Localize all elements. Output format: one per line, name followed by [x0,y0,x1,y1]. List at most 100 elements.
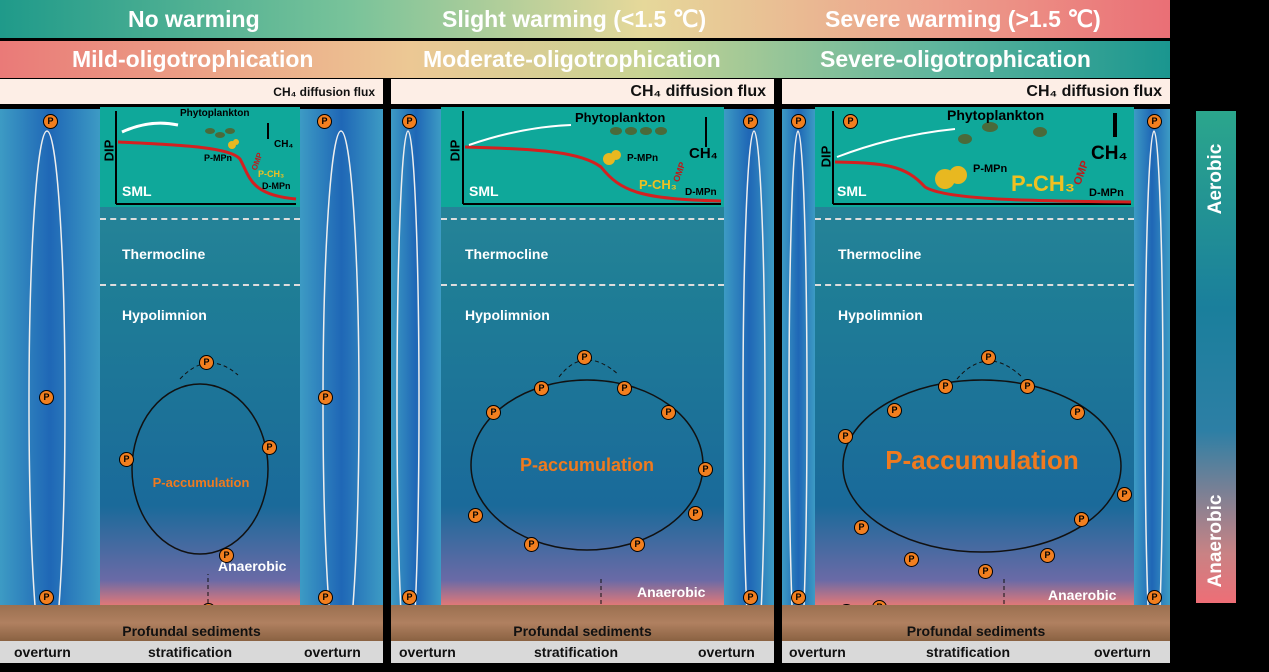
overturn-label-right: overturn [1094,644,1151,660]
p-marker: P [486,405,501,420]
overturn-label-right: overturn [698,644,755,660]
p-marker: P [468,508,483,523]
p-accumulation-label: P-accumulation [152,475,250,490]
p-marker: P [1117,487,1132,502]
p-marker: P [43,114,58,129]
p-accumulation-label: P-accumulation [519,455,655,475]
hypolimnion-label: Hypolimnion [838,307,923,323]
p-marker: P [577,350,592,365]
anaerobic-label: Anaerobic [1048,587,1117,603]
p-marker: P [534,381,549,396]
dmpn-label: D-MPn [262,181,291,191]
p-marker: P [978,564,993,579]
phytoplankton-label: Phytoplankton [947,107,1045,123]
p-marker: P [854,520,869,535]
p-marker: P [317,114,332,129]
overturn-loop-left [396,130,420,663]
overturn-label-right: overturn [304,644,361,660]
p-marker: P [402,114,417,129]
pch3-label: P-CH₃ [639,177,677,192]
pmpn-label: P-MPn [973,163,1008,175]
panel-slight-warming: CH₄ diffusion flux Thermocline Hypolimni… [391,79,774,663]
dip-inset-graphic [115,111,297,205]
thermocline-top-line [100,218,300,220]
pmpn-label: P-MPn [204,153,232,163]
p-marker: P [617,381,632,396]
p-marker: P [887,403,902,418]
stratification-label: stratification [534,644,619,660]
anaerobic-label: Anaerobic [637,584,706,600]
header-slight-warming: Slight warming (<1.5 ℃) [442,5,707,32]
overturn-column-right [724,109,774,605]
p-marker: P [743,114,758,129]
panel-no-warming: CH₄ diffusion flux Thermocline Hypolimni… [0,79,383,663]
ch4-label: CH₄ [689,145,718,162]
thermocline-bottom-line [441,284,724,286]
stratification-label: stratification [926,644,1011,660]
overturn-loop-left [28,130,66,663]
thermocline-label: Thermocline [465,246,549,262]
anaerobic-label: Anaerobic [218,558,287,574]
p-marker: P [1040,548,1055,563]
p-marker: P [661,405,676,420]
pch3-label: P-CH₃ [258,169,285,179]
p-marker: P [630,537,645,552]
p-marker: P [843,114,858,129]
ch4-flux-label: CH₄ diffusion flux [782,79,1170,104]
p-marker: P [904,552,919,567]
p-marker: P [199,355,214,370]
p-marker: P [1147,114,1162,129]
overturn-column-right [1134,109,1170,605]
mixing-regime-bar: overturn stratification overturn [0,641,383,663]
p-marker: P [119,452,134,467]
sml-label: SML [837,183,867,199]
overturn-column-right [300,109,383,605]
dip-inset-graphic [832,111,1132,205]
phytoplankton-label: Phytoplankton [575,110,666,125]
phytoplankton-label: Phytoplankton [180,108,250,119]
header-no-warming: No warming [128,5,260,32]
p-marker: P [402,590,417,605]
header-mild-oligotrophication: Mild-oligotrophication [72,46,314,72]
dip-inset-graphic [462,111,722,205]
overturn-label-left: overturn [14,644,71,660]
p-marker: P [262,440,277,455]
thermocline-bottom-line [815,284,1134,286]
aerobic-label: Aerobic [1205,143,1226,215]
overturn-loop-right [1144,130,1164,663]
p-marker: P [1020,379,1035,394]
pch3-label: P-CH₃ [1011,171,1075,196]
warming-header-row: No warming Slight warming (<1.5 ℃) Sever… [0,0,1170,38]
p-marker: P [1074,512,1089,527]
p-accumulation-loop [842,379,1122,553]
ch4-label: CH₄ [1091,143,1128,164]
pmpn-label: P-MPn [627,153,659,164]
p-marker: P [743,590,758,605]
overturn-column-left [391,109,441,605]
hypolimnion-label: Hypolimnion [465,307,550,323]
overturn-label-left: overturn [399,644,456,660]
overturn-column-left [782,109,815,605]
header-severe-oligotrophication: Severe-oligotrophication [820,46,1091,72]
p-marker: P [39,590,54,605]
sml-label: SML [122,183,152,199]
p-accumulation-label: P-accumulation [885,445,1079,475]
header-moderate-oligotrophication: Moderate-oligotrophication [423,46,721,72]
sediment-layer [782,605,1170,641]
p-marker: P [219,548,234,563]
p-marker: P [524,537,539,552]
p-marker: P [698,462,713,477]
sediments-label: Profundal sediments [513,623,652,639]
sml-label: SML [469,183,499,199]
sediment-layer [0,605,383,641]
dmpn-label: D-MPn [1089,187,1124,199]
p-marker: P [838,429,853,444]
dip-inset: DIP Phytoplankton P-MPn P-CH₃ D-MPn CH₄ … [100,107,300,207]
thermocline-top-line [815,218,1134,220]
p-marker: P [39,390,54,405]
anaerobic-legend-label: Anaerobic [1205,494,1226,588]
p-marker: P [1147,590,1162,605]
header-severe-warming: Severe warming (>1.5 ℃) [825,5,1101,32]
p-marker: P [688,506,703,521]
overturn-loop-left [788,130,808,663]
